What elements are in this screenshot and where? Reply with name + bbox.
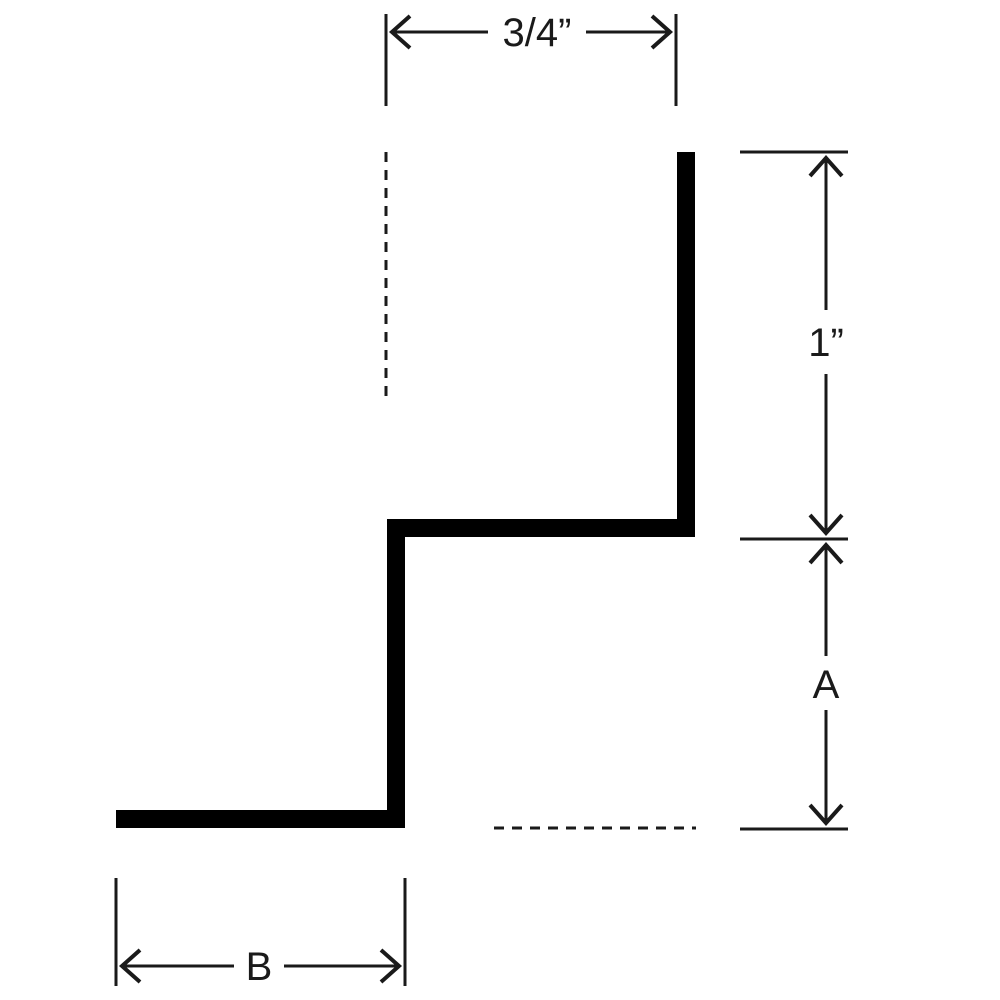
dimension-bottom-width: B [114, 878, 407, 989]
arrowhead-bottom-right [379, 948, 403, 984]
arrowhead-a-top [808, 541, 844, 565]
dimension-label-bottom-width: B [246, 945, 273, 989]
dimension-label-right-lower: A [813, 663, 840, 707]
arrowhead-top-left [388, 14, 412, 50]
arrowhead-bottom-left [118, 948, 142, 984]
arrowhead-1in-top [808, 154, 844, 178]
dimension-top-width: 3/4” [384, 11, 678, 106]
dimension-label-top-width: 3/4” [503, 11, 572, 55]
arrowhead-1in-bottom [808, 513, 844, 537]
arrowhead-top-right [650, 14, 674, 50]
arrowhead-a-bottom [808, 803, 844, 827]
dimension-label-right-height: 1” [808, 321, 844, 365]
z-profile-shape [116, 152, 695, 828]
dimension-right: 1” A [740, 150, 848, 831]
